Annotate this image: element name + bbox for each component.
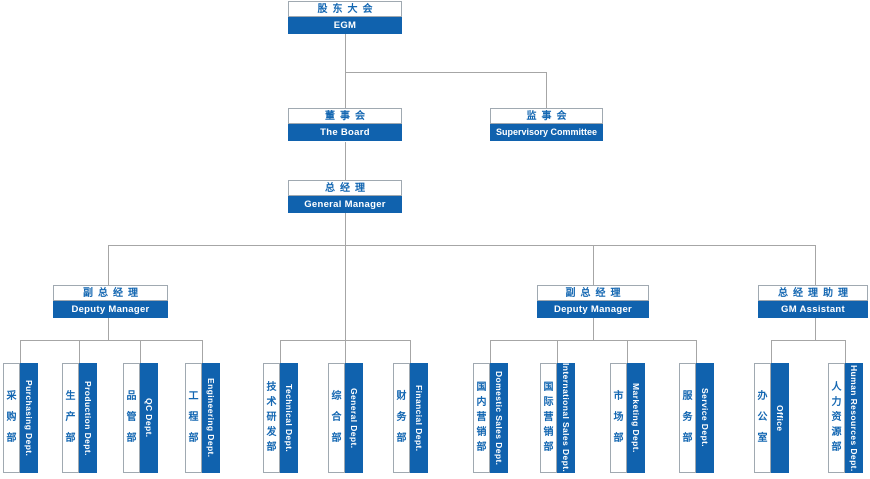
dept-zh-label: 服务部 [679,363,696,473]
connector-vline [345,34,346,108]
dept-zh-label: 综合部 [328,363,345,473]
dept-zh-label: 技术研发部 [263,363,280,473]
node-gm-assistant: 总经理助理 GM Assistant [758,285,868,318]
dept-zh-label: 国内营销部 [473,363,490,473]
dept-en-label: Human Resources Dept. [845,363,863,473]
dept-en-label: Domestic Sales Dept. [490,363,508,473]
connector-vline [79,340,80,363]
connector-vline [627,340,628,363]
connector-vline [593,317,594,340]
connector-vline [546,72,547,108]
node-board: 董事会 The Board [288,108,402,141]
node-board-zh-label: 董事会 [288,108,402,124]
node-deputy-right-en-label: Deputy Manager [537,301,649,318]
dept-zh-label: 采购部 [3,363,20,473]
node-supervisory-en-label: Supervisory Committee [490,124,603,141]
connector-vline [20,340,21,363]
dept-zh-label: 市场部 [610,363,627,473]
connector-vline [108,245,109,285]
node-egm-zh-label: 股东大会 [288,1,402,17]
connector-vline [815,245,816,285]
node-deputy-manager-left: 副总经理 Deputy Manager [53,285,168,318]
node-supervisory-committee: 监事会 Supervisory Committee [490,108,603,141]
node-deputy-left-en-label: Deputy Manager [53,301,168,318]
dept-en-label: General Dept. [345,363,363,473]
dept-zh-label: 生产部 [62,363,79,473]
node-deputy-manager-right: 副总经理 Deputy Manager [537,285,649,318]
node-general-manager: 总经理 General Manager [288,180,402,213]
connector-vline [410,340,411,363]
connector-vline [345,340,346,363]
dept-zh-label: 办公室 [754,363,771,473]
dept-zh-label: 品管部 [123,363,140,473]
node-egm: 股东大会 EGM [288,1,402,34]
dept-en-label: Financial Dept. [410,363,428,473]
connector-vline [490,340,491,363]
node-deputy-left-zh-label: 副总经理 [53,285,168,301]
connector-vline [345,213,346,340]
dept-en-label: Purchasing Dept. [20,363,38,473]
dept-zh-label: 人力资源部 [828,363,845,473]
connector-vline [593,245,594,285]
connector-vline [345,142,346,180]
node-supervisory-zh-label: 监事会 [490,108,603,124]
connector-vline [845,340,846,363]
dept-en-label: International Sales Dept. [557,363,575,473]
connector-vline [557,340,558,363]
dept-zh-label: 国际营销部 [540,363,557,473]
connector-vline [140,340,141,363]
connector-vline [771,340,772,363]
dept-zh-label: 工程部 [185,363,202,473]
node-deputy-right-zh-label: 副总经理 [537,285,649,301]
connector-hline [108,245,816,246]
connector-vline [202,340,203,363]
connector-hline [490,340,697,341]
connector-hline [20,340,203,341]
dept-zh-label: 财务部 [393,363,410,473]
dept-en-label: Marketing Dept. [627,363,645,473]
node-board-en-label: The Board [288,124,402,141]
node-gm-en-label: General Manager [288,196,402,213]
connector-vline [696,340,697,363]
connector-vline [108,317,109,340]
connector-vline [815,317,816,340]
dept-en-label: Production Dept. [79,363,97,473]
dept-en-label: QC Dept. [140,363,158,473]
node-egm-en-label: EGM [288,17,402,34]
node-gm-zh-label: 总经理 [288,180,402,196]
connector-hline [771,340,846,341]
dept-en-label: Engineering Dept. [202,363,220,473]
dept-en-label: Technical Dept. [280,363,298,473]
connector-vline [280,340,281,363]
node-gm-assistant-zh-label: 总经理助理 [758,285,868,301]
dept-en-label: Service Dept. [696,363,714,473]
dept-en-label: Office [771,363,789,473]
connector-hline [345,72,547,73]
node-gm-assistant-en-label: GM Assistant [758,301,868,318]
